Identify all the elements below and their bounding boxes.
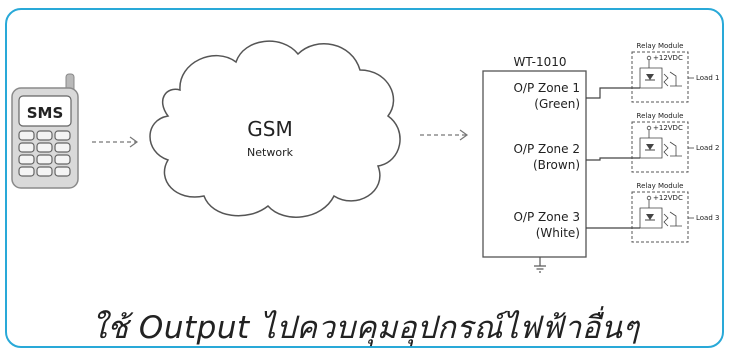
dashed-arrow-1 (92, 136, 139, 148)
relay-1-title: Relay Module (637, 42, 684, 50)
zone-1-color: (Green) (534, 97, 580, 111)
relay-2-load: Load 2 (696, 144, 719, 152)
zone-3-color: (White) (536, 226, 580, 240)
relay-3-load: Load 3 (696, 214, 719, 222)
relay-3-title: Relay Module (637, 182, 684, 190)
controller-model: WT-1010 (514, 55, 567, 69)
zone-2-color: (Brown) (533, 158, 580, 172)
relay-module-2: Relay Module +12VDC Load 2 (631, 112, 719, 173)
controller-box (482, 70, 587, 258)
relay-module-1: Relay Module +12VDC Load 1 (631, 42, 719, 103)
mobile-phone-icon (11, 73, 79, 189)
zone-1-name: O/P Zone 1 (513, 81, 580, 95)
relay-2-voltage: +12VDC (653, 124, 683, 132)
relay-module-3: Relay Module +12VDC Load 3 (631, 182, 719, 243)
zone-2-name: O/P Zone 2 (513, 142, 580, 156)
cloud-shape (149, 40, 401, 218)
phone-screen-text: SMS (27, 104, 64, 122)
relay-3-voltage: +12VDC (653, 194, 683, 202)
cloud-subtitle: Network (247, 146, 294, 159)
relay-2-title: Relay Module (637, 112, 684, 120)
relay-1-voltage: +12VDC (653, 54, 683, 62)
rounded-frame (5, 8, 724, 348)
cloud-title: GSM (247, 117, 292, 141)
relay-wires (586, 87, 640, 229)
zone-3-name: O/P Zone 3 (513, 210, 580, 224)
caption-text: ใช้ Output ไปควบคุมอุปกรณ์ไฟฟ้าอื่นๆ (91, 310, 640, 346)
relay-1-load: Load 1 (696, 74, 719, 82)
ground-symbol (534, 257, 546, 273)
dashed-arrow-2 (420, 129, 469, 141)
